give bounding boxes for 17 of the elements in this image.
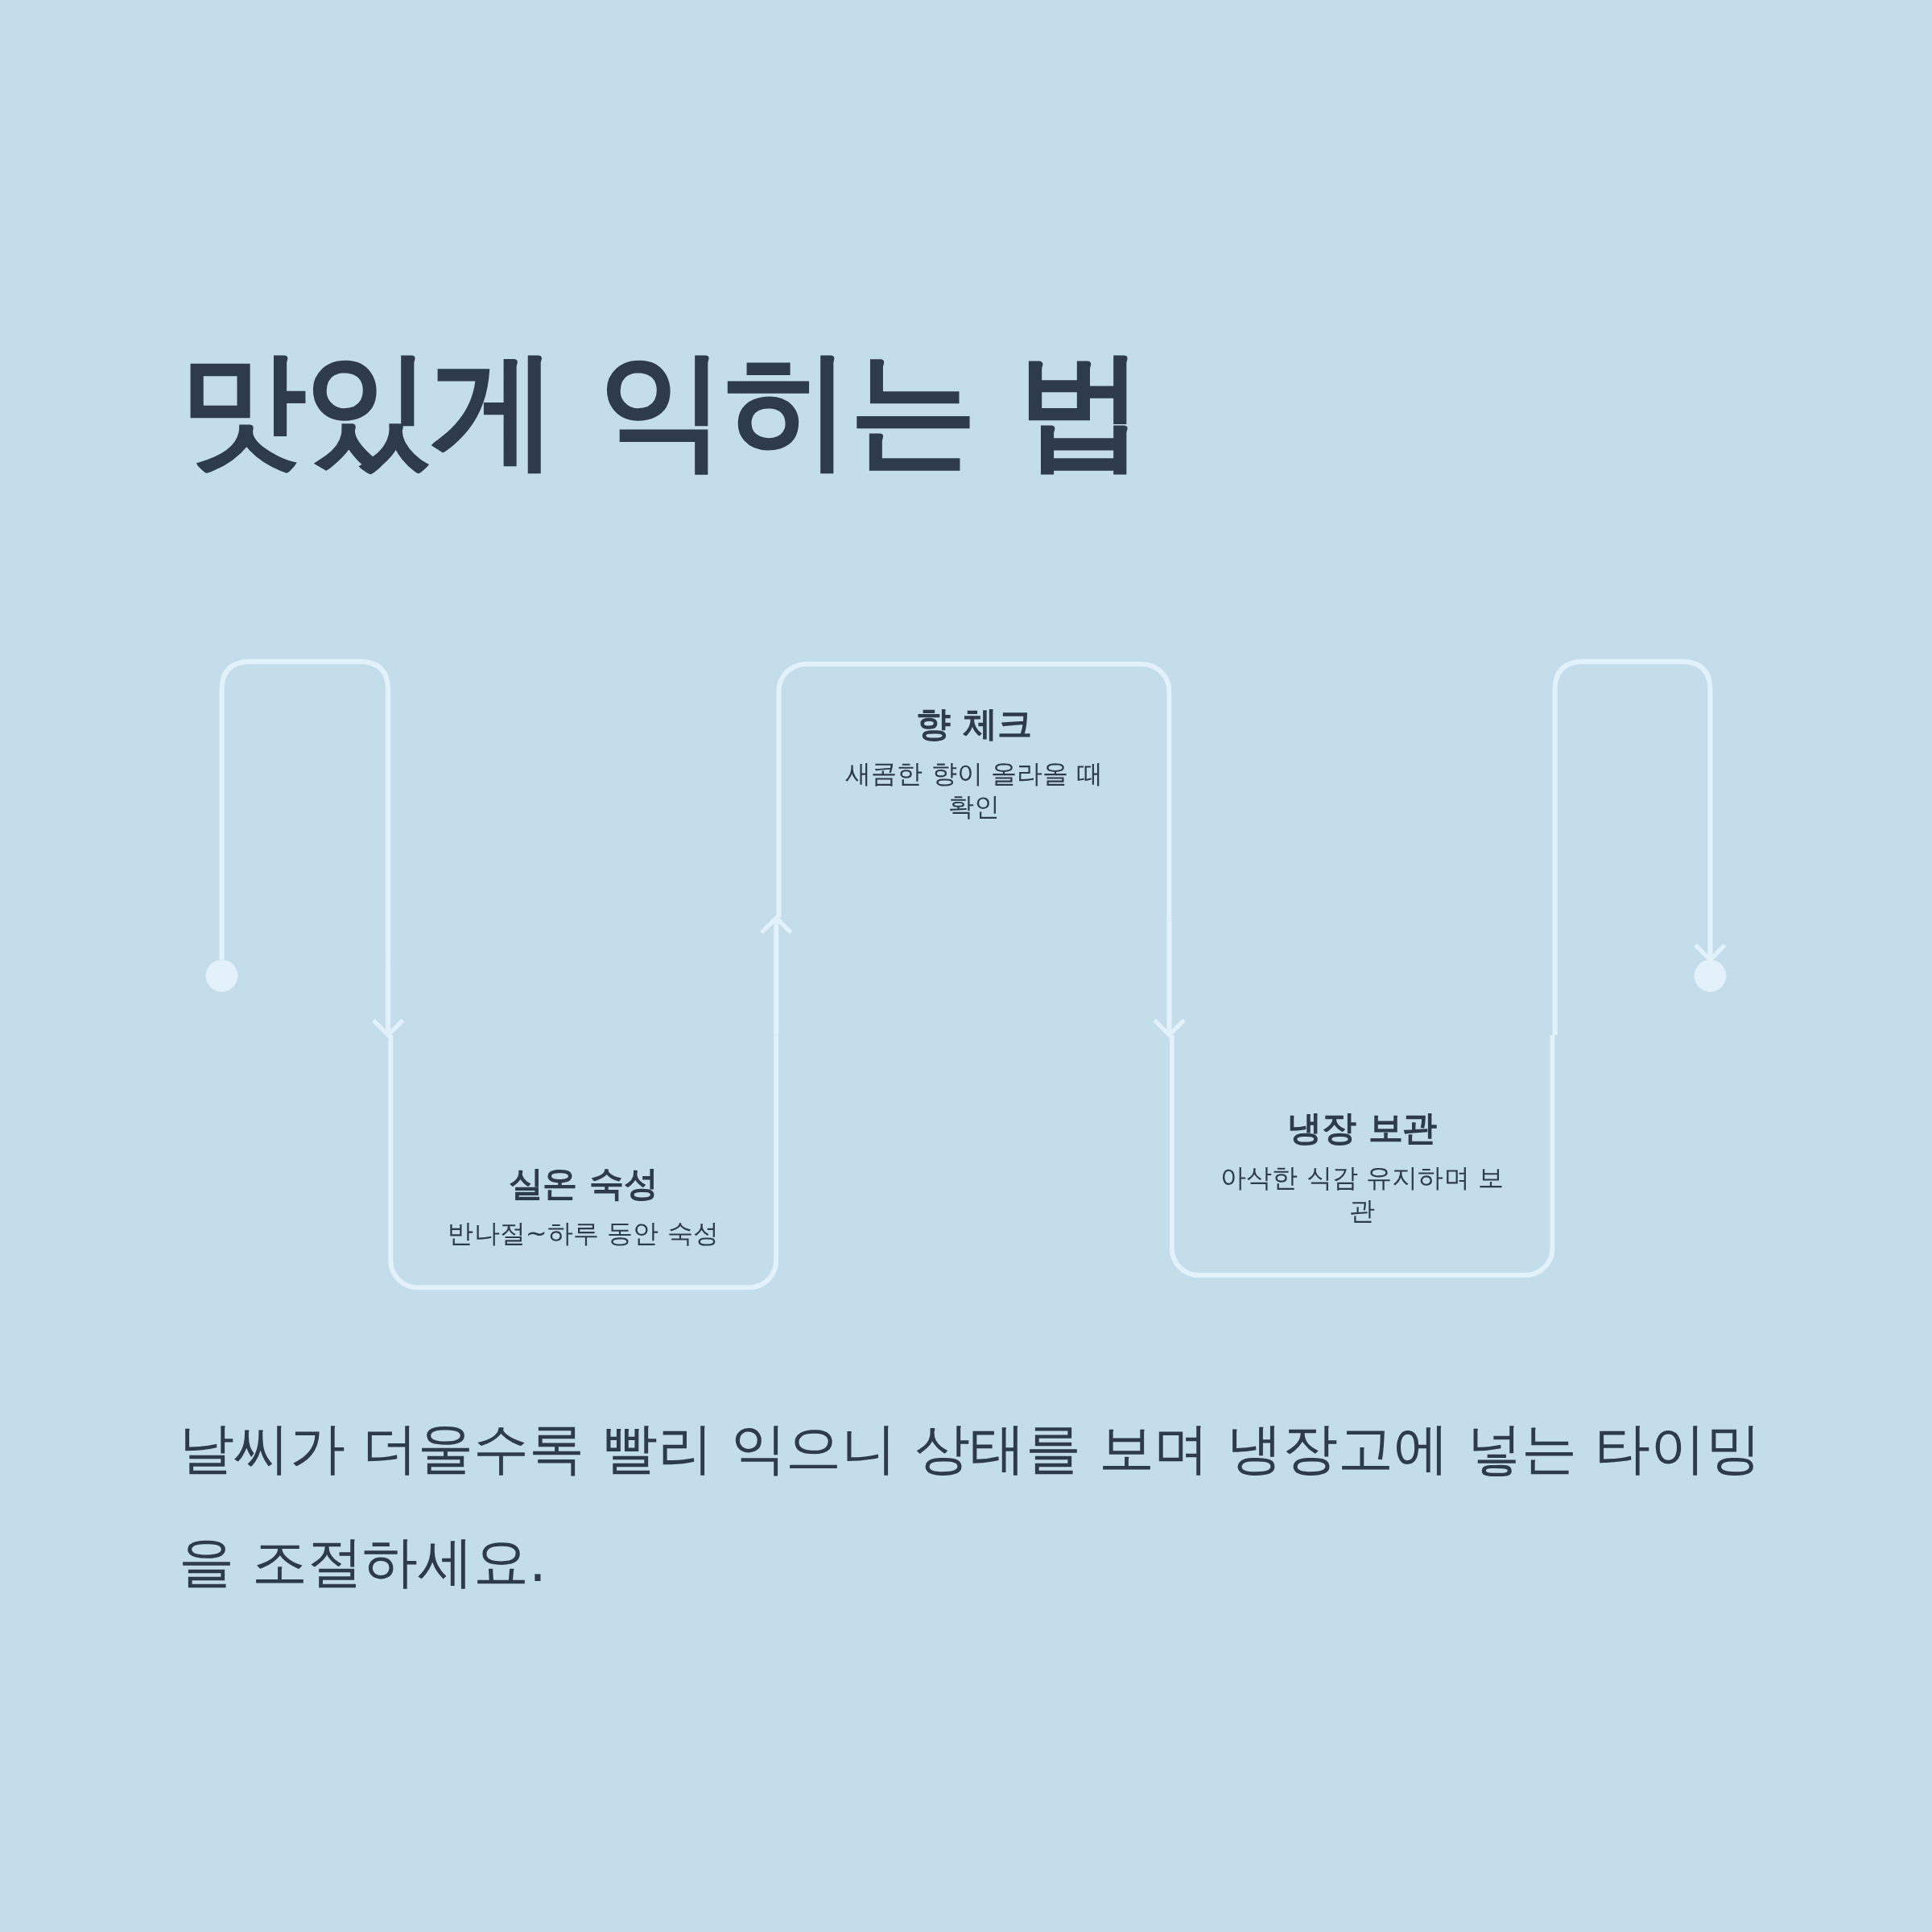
step-description: 아삭한 식감 유지하며 보관 — [1220, 1162, 1505, 1228]
step-description: 새콤한 향이 올라올 때 확인 — [844, 758, 1104, 824]
step-frame — [776, 661, 1172, 919]
endpoint-dot — [1694, 960, 1727, 993]
step-title: 냉장 보관 — [1286, 1107, 1438, 1150]
step-frame — [388, 1034, 779, 1290]
tip-note: 날씨가 더울수록 빨리 익으니 상태를 보며 냉장고에 넣는 타이밍을 조절하세요. — [178, 1414, 1762, 1596]
arrow — [759, 915, 794, 1035]
arrow — [1152, 918, 1187, 1038]
step-title: 향 체크 — [916, 702, 1032, 746]
arrow — [1552, 658, 1728, 1035]
endpoint-dot — [205, 960, 238, 993]
step-description: 반나절~하루 동안 숙성 — [447, 1217, 720, 1250]
step-frame — [1169, 1034, 1555, 1278]
step-title: 실온 숙성 — [508, 1162, 658, 1206]
title: 맛있게 익히는 법 — [178, 332, 1143, 486]
arrow — [219, 658, 406, 1038]
